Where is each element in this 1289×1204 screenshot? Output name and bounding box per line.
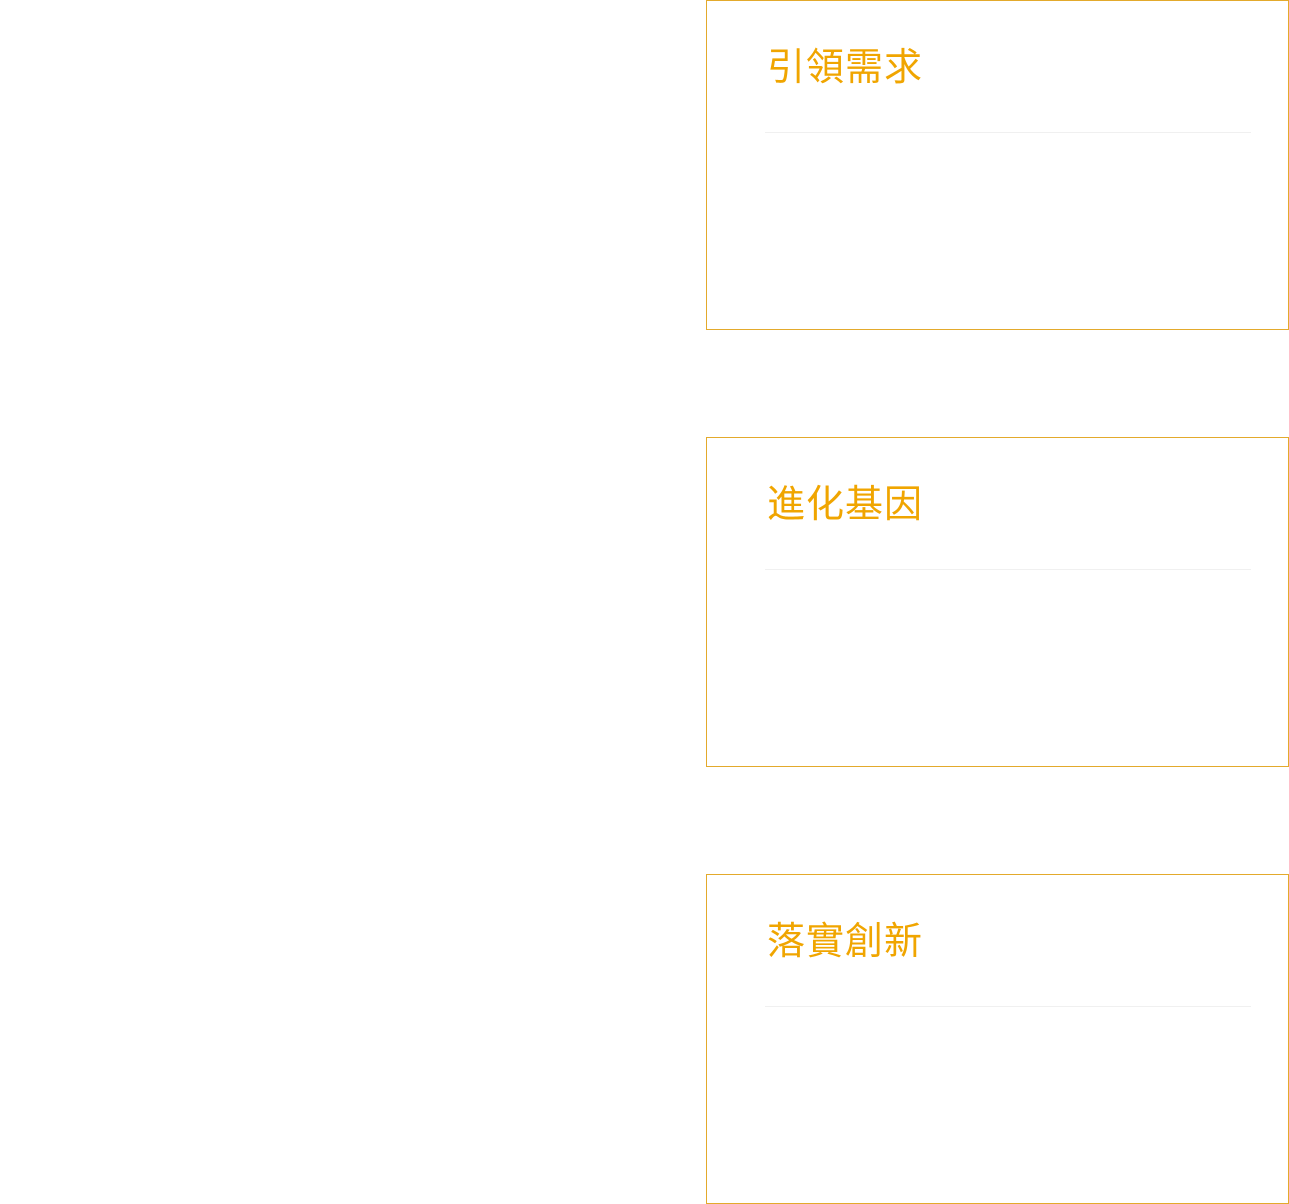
card-divider [765,132,1251,133]
card-title: 進化基因 [767,482,924,526]
feature-card-lead-demand: 引領需求 [706,0,1289,330]
card-title: 引領需求 [767,45,924,89]
card-divider [765,569,1251,570]
card-title: 落實創新 [767,919,924,963]
feature-card-implement-innovation: 落實創新 [706,874,1289,1204]
card-divider [765,1006,1251,1007]
feature-card-evolve-genes: 進化基因 [706,437,1289,767]
